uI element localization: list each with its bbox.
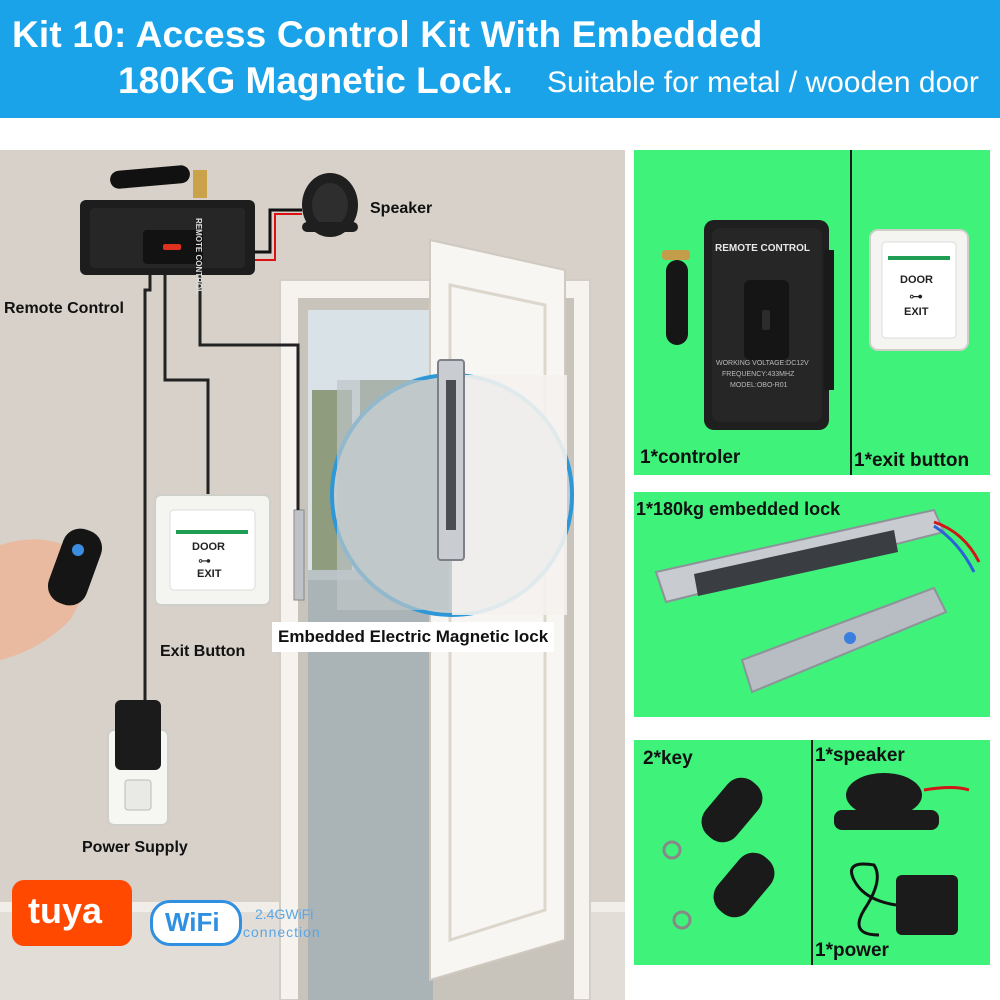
exit-plate-exit: EXIT [197,568,222,580]
label-speaker-panel: 1*speaker [815,745,905,766]
controller-illustration [662,220,969,430]
tuya-logo: tuya [12,880,132,946]
label-remote-control: Remote Control [4,300,124,317]
label-power: 1*power [815,940,889,961]
controller-spec-model: MODEL:OBO-R01 [730,382,788,389]
page-title: Kit 10: Access Control Kit With Embedded [12,14,763,55]
label-exit-button-panel: 1*exit button [854,450,970,471]
panel-controller-exit [634,150,990,475]
panel-exit-door-text: DOOR [900,274,933,286]
label-speaker: Speaker [370,200,433,217]
key-icon: ⊶ [909,288,923,304]
page-title-line2: 180KG Magnetic Lock. [118,60,513,101]
key-icon: ⊶ [198,553,211,568]
label-power-supply: Power Supply [82,839,188,856]
label-exit-button: Exit Button [160,643,246,660]
panel-lock [634,492,990,717]
tuya-logo-text: tuya [28,890,103,931]
installation-scene [0,150,625,1000]
wifi-logo-text: WiFi [165,907,220,937]
controller-text: REMOTE CONTROL [194,218,203,294]
page-subtitle: Suitable for metal / wooden door [547,66,979,99]
panel-divider [850,150,852,475]
wifi-logo: WiFi [150,900,242,946]
accessories-illustration [662,773,970,937]
label-embedded-lock: Embedded Electric Magnetic lock [272,622,555,652]
wifi-caption-line2: connection [243,924,321,940]
scene-illustration [0,165,625,1000]
lock-illustration [654,508,981,694]
exit-plate-door: DOOR [192,541,225,553]
panel-divider [811,740,813,965]
controller-device-title: REMOTE CONTROL [715,243,810,254]
title-banner [0,0,1000,118]
panel-exit-exit-text: EXIT [904,306,929,318]
label-keys: 2*key [643,748,693,769]
label-controller: 1*controler [640,447,741,468]
label-lock: 1*180kg embedded lock [636,499,841,519]
controller-spec-voltage: WORKING VOLTAGE:DC12V [716,360,809,367]
controller-spec-frequency: FREQUENCY:433MHZ [722,371,795,378]
wifi-caption-line1: 2.4GWiFi [255,906,314,922]
